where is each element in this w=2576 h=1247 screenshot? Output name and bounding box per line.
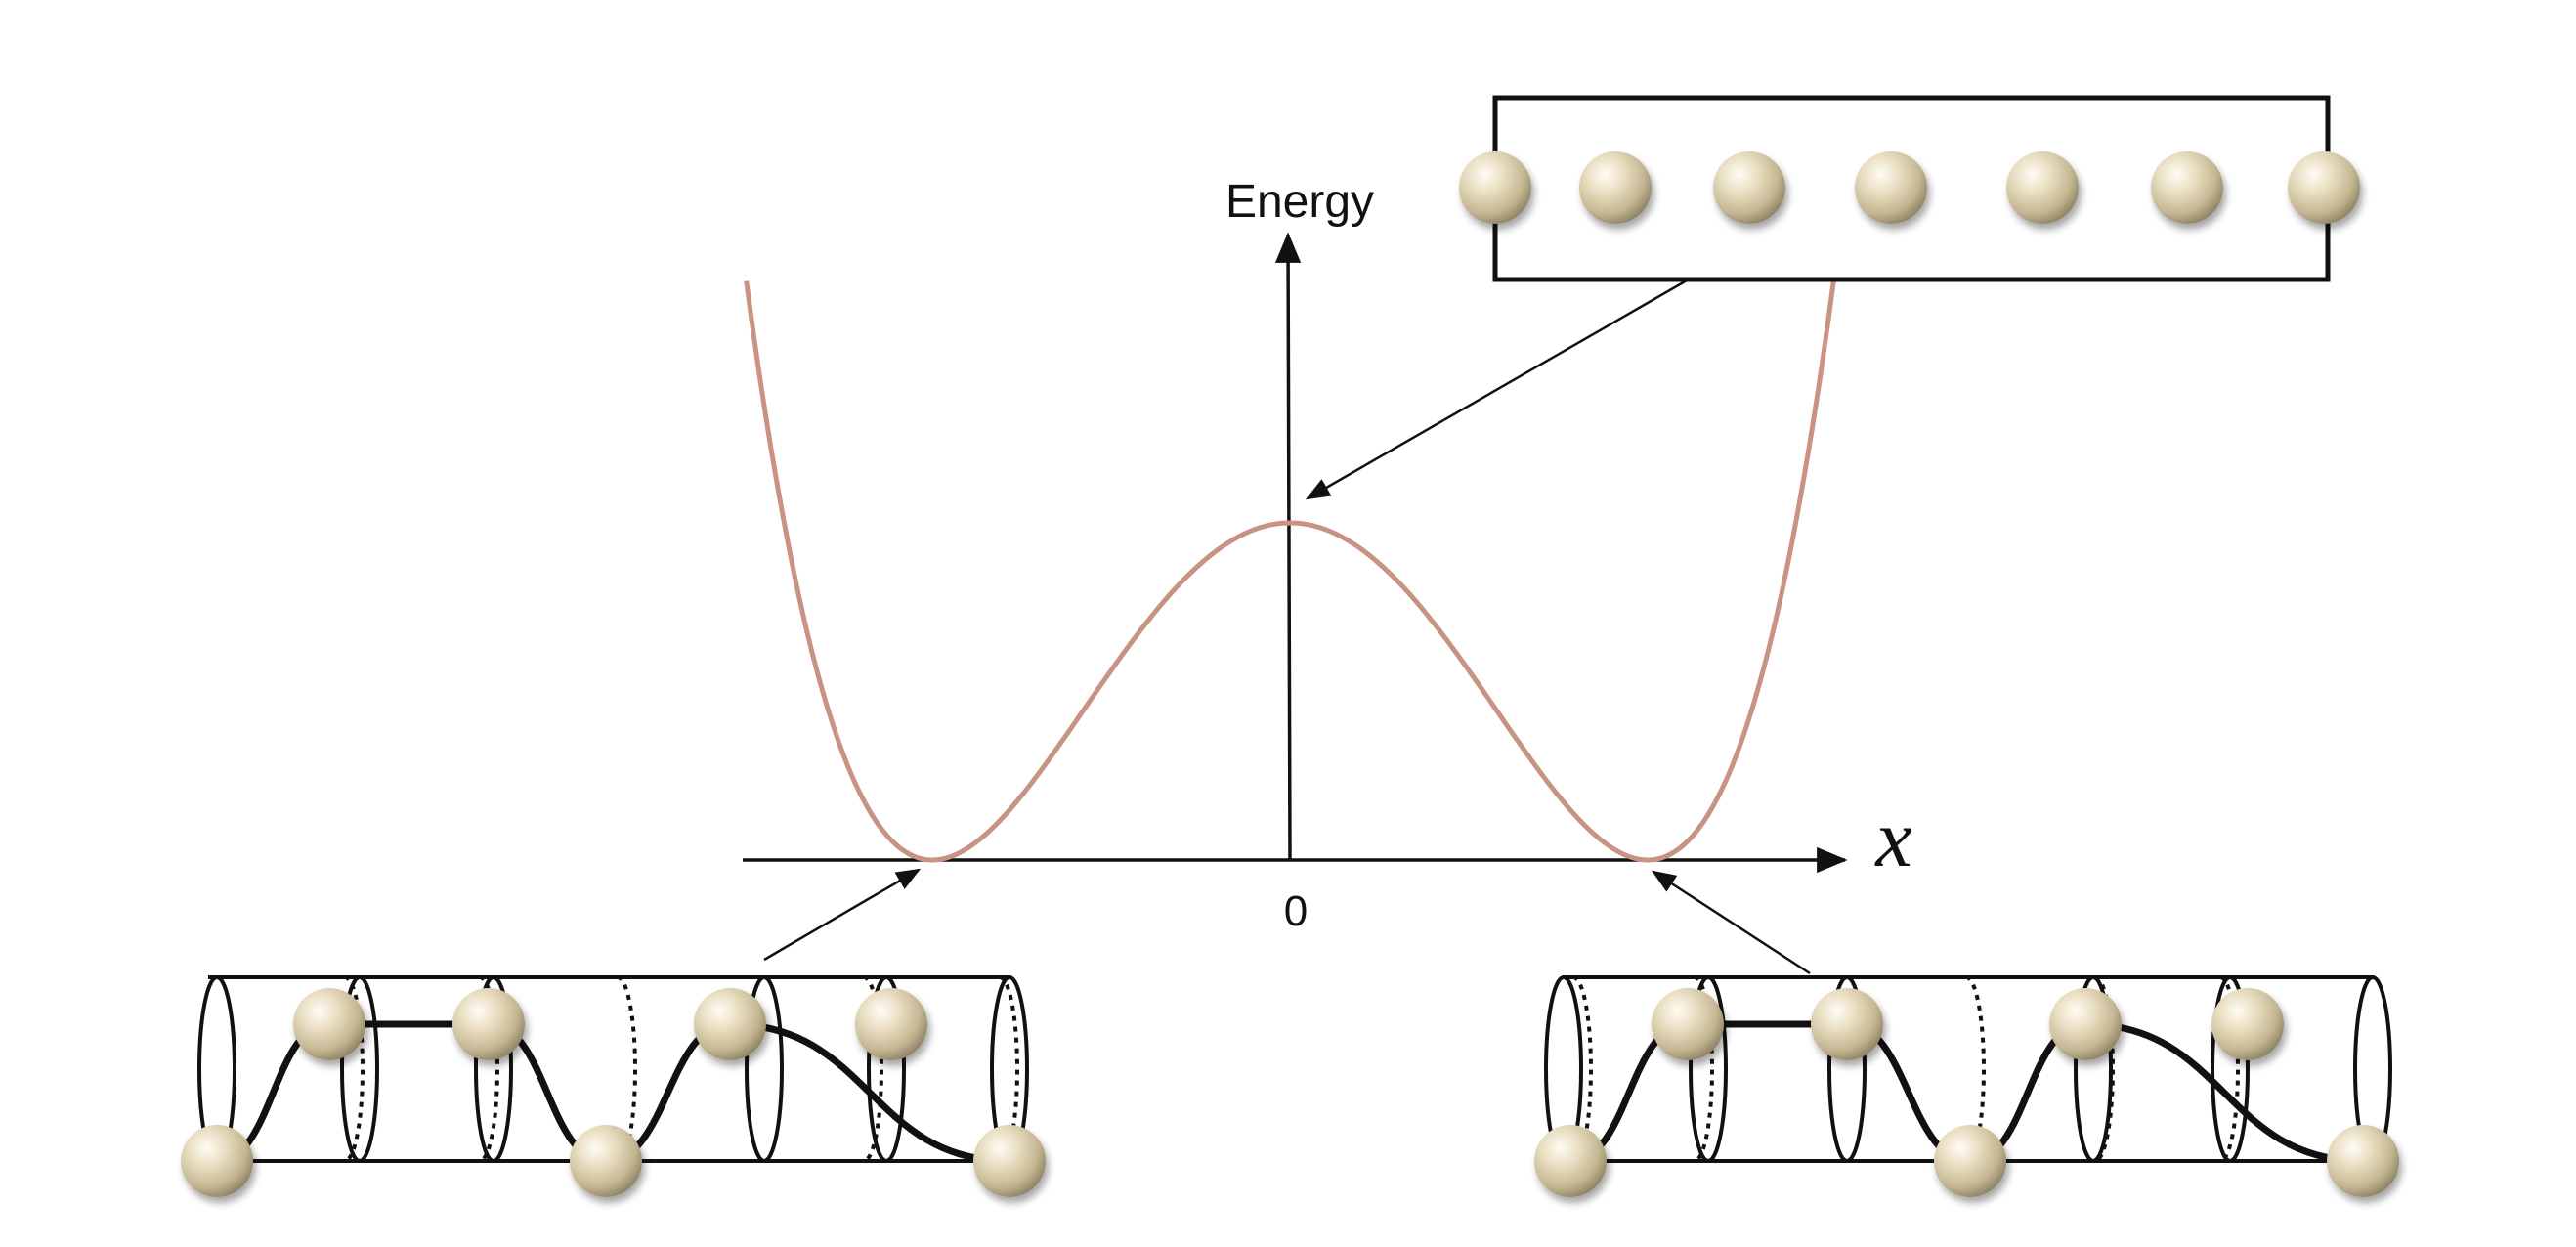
bead-sphere-icon <box>1534 1125 1607 1197</box>
bead-sphere-icon <box>1934 1125 2006 1197</box>
cylinder-back-edge <box>1694 975 1714 1163</box>
bead-sphere-icon <box>452 988 525 1060</box>
cylinder-back-edge <box>344 975 365 1163</box>
bead-sphere-icon <box>1855 151 1927 224</box>
bead-sphere-icon <box>570 1125 642 1197</box>
bead-sphere-icon <box>1579 151 1652 224</box>
arrow-left-state <box>763 868 922 962</box>
bead-sphere-icon <box>2049 988 2122 1060</box>
bead-sphere-icon <box>973 1125 1046 1197</box>
origin-label: 0 <box>1284 887 1308 935</box>
energy-axis <box>1274 232 1302 861</box>
cylinder-coil-icon <box>474 975 513 1163</box>
cylinder-coil-icon <box>1689 975 1728 1163</box>
cylinder-coil-icon <box>745 975 784 1163</box>
double-well-curve <box>744 280 1836 863</box>
linear-chain-state <box>1459 95 2360 282</box>
bead-sphere-icon <box>1652 988 1724 1060</box>
bead-sphere-icon <box>2327 1125 2399 1197</box>
cylinder-coil-icon <box>867 975 906 1163</box>
cylinder-back-edge <box>999 975 1019 1163</box>
cylinder-back-edge <box>2094 975 2115 1163</box>
linear-chain-beads <box>1459 151 2360 224</box>
cylinder-back-edge <box>1965 975 1986 1163</box>
bead-sphere-icon <box>2006 151 2079 224</box>
left-helix-state <box>181 975 1046 1197</box>
bead-sphere-icon <box>181 1125 253 1197</box>
cylinder-coil-icon <box>2211 975 2250 1163</box>
arrow-top-state <box>1305 279 1688 500</box>
arrow-right-state <box>1651 870 1811 975</box>
axes <box>743 232 1848 874</box>
energy-axis-label: Energy <box>1225 176 1374 228</box>
bead-sphere-icon <box>2151 151 2223 224</box>
cylinder-back-edge <box>2219 975 2240 1163</box>
bead-sphere-icon <box>1811 988 1883 1060</box>
bead-sphere-icon <box>855 988 927 1060</box>
cylinder-back-edge <box>617 975 637 1163</box>
cylinder-coil-icon <box>340 975 379 1163</box>
cylinder-back-edge <box>479 975 499 1163</box>
cylinder-back-edge <box>863 975 883 1163</box>
bead-sphere-icon <box>2211 988 2284 1060</box>
right-helix-state <box>1534 975 2399 1197</box>
bead-sphere-icon <box>1713 151 1785 224</box>
cylinder-back-edge <box>1572 975 1593 1163</box>
pointer-arrows <box>763 279 1811 975</box>
bead-sphere-icon <box>2288 151 2360 224</box>
x-axis-label: x <box>1873 794 1911 884</box>
bead-sphere-icon <box>293 988 365 1060</box>
cylinder-coil-icon <box>1827 975 1867 1163</box>
bead-sphere-icon <box>1459 151 1531 224</box>
cylinder-coil-icon <box>2074 975 2113 1163</box>
bead-sphere-icon <box>694 988 766 1060</box>
